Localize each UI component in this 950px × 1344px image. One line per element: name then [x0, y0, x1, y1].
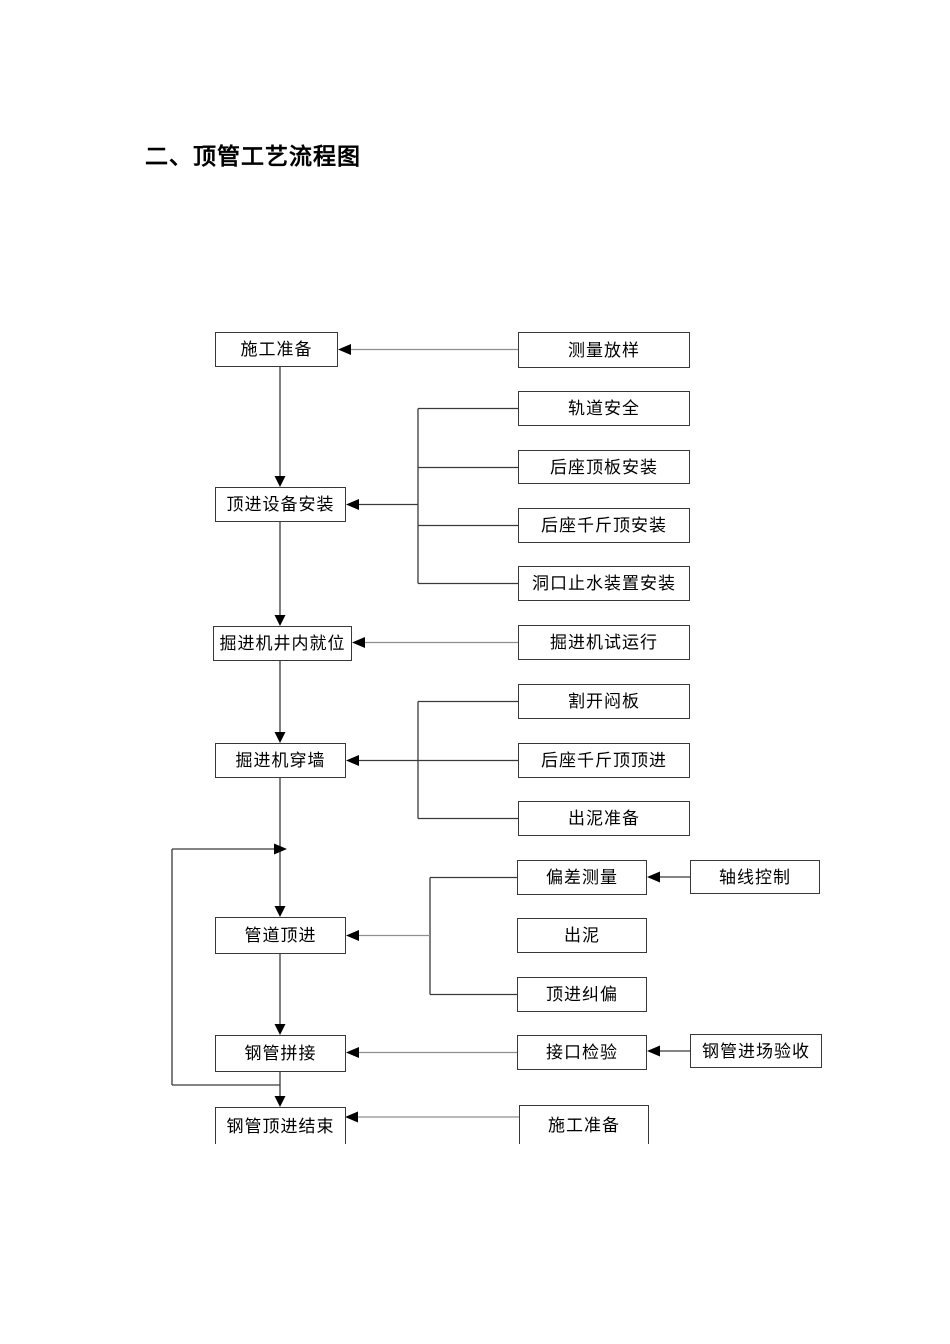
sub-box-survey-layout: 测量放样 [518, 332, 690, 368]
flow-box-steel-pipe-splicing: 钢管拼接 [215, 1035, 346, 1072]
sub-box-rear-seat-jack-advance: 后座千斤顶顶进 [518, 743, 690, 778]
input-box-steel-pipe-acceptance: 钢管进场验收 [690, 1034, 822, 1068]
sub-box-deviation-measurement: 偏差测量 [517, 860, 647, 895]
flow-box-tbm-wall-breakthrough: 掘进机穿墙 [215, 743, 346, 778]
page-title: 二、顶管工艺流程图 [145, 143, 361, 169]
sub-box-portal-waterstop-install: 洞口止水装置安装 [518, 566, 690, 601]
sub-box-construction-prep: 施工准备 [519, 1105, 649, 1144]
sub-box-mud-discharge-prep: 出泥准备 [518, 801, 690, 836]
sub-box-mud-discharge: 出泥 [517, 918, 647, 953]
sub-box-tbm-trial-run: 掘进机试运行 [518, 625, 690, 660]
connector-lines-light [351, 348, 519, 1118]
sub-box-track-safety: 轨道安全 [518, 391, 690, 426]
flow-box-construction-prep: 施工准备 [215, 332, 338, 367]
sub-box-joint-inspection: 接口检验 [517, 1035, 647, 1070]
sub-box-cut-blind-plate: 割开闷板 [518, 684, 690, 719]
sub-box-rear-seat-top-plate-install: 后座顶板安装 [518, 450, 690, 484]
input-box-axis-control: 轴线控制 [690, 860, 820, 894]
flow-box-jacking-equipment-install: 顶进设备安装 [215, 487, 346, 522]
sub-box-rear-seat-jack-install: 后座千斤顶安装 [518, 508, 690, 543]
flow-box-tbm-in-shaft-positioning: 掘进机井内就位 [213, 626, 352, 661]
sub-box-jacking-correction: 顶进纠偏 [517, 977, 647, 1012]
flow-box-steel-pipe-jacking-end: 钢管顶进结束 [215, 1107, 346, 1144]
flow-box-pipe-jacking: 管道顶进 [215, 917, 346, 954]
